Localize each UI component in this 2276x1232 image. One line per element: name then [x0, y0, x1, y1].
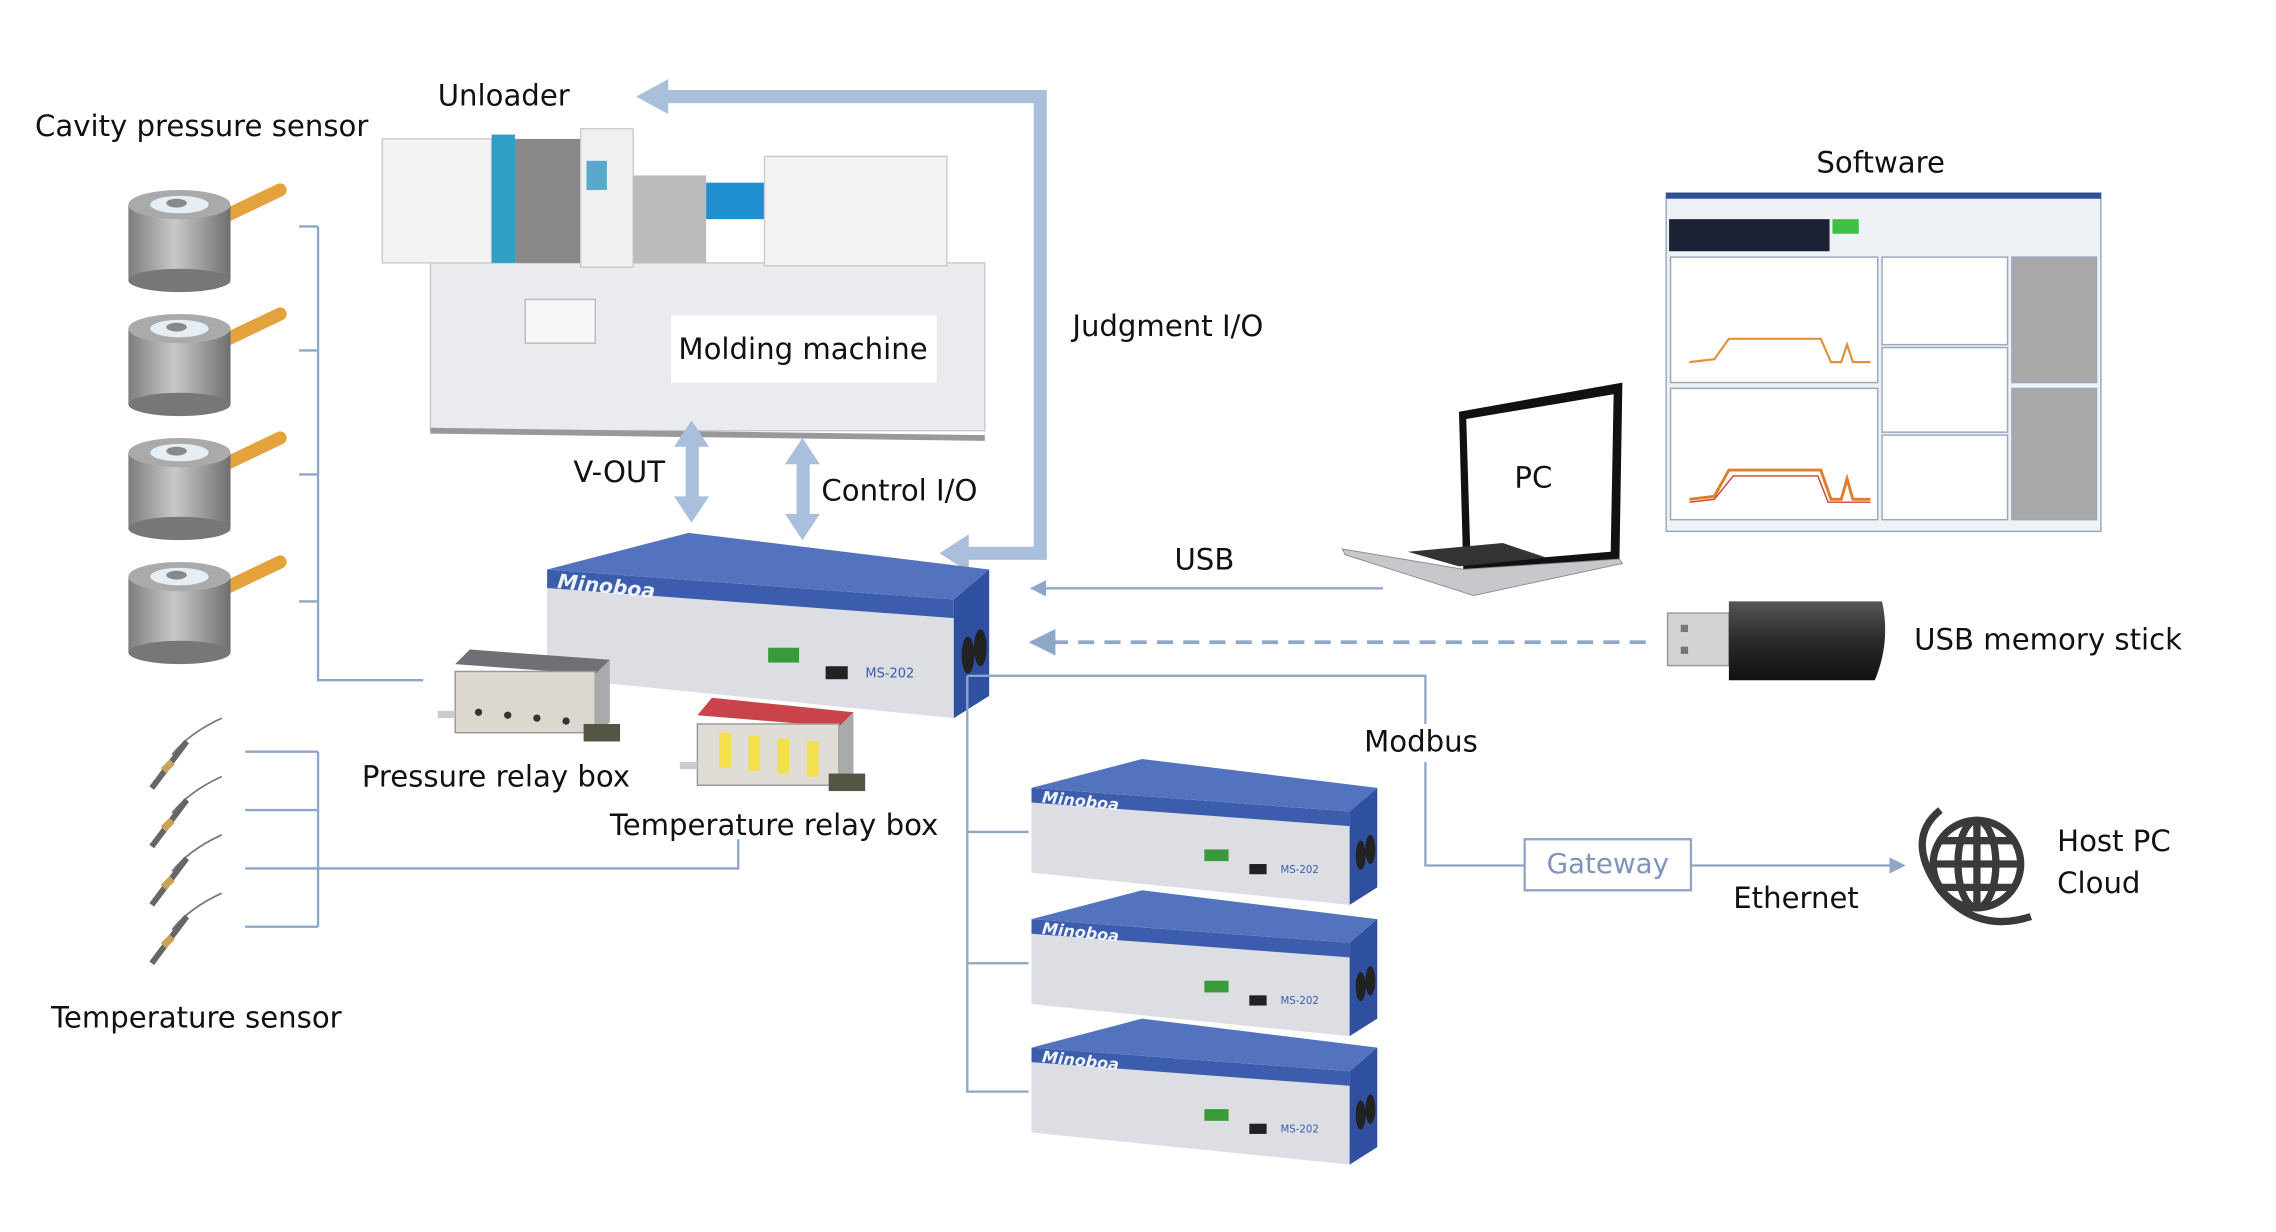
cavity-pressure-sensor-image — [128, 431, 287, 541]
judgment-io-arrow — [636, 79, 1047, 573]
pc-label: PC — [1514, 461, 1552, 495]
judgment-io-label: Judgment I/O — [1070, 309, 1263, 343]
temperature-sensor-image — [149, 775, 223, 849]
control-io-arrow — [784, 438, 820, 541]
cavity-pressure-sensors — [128, 183, 287, 665]
usb-label: USB — [1174, 542, 1234, 576]
modbus-wires — [966, 674, 1525, 1093]
device-model-label: MS-202 — [1280, 996, 1318, 1007]
modbus-label: Modbus — [1364, 725, 1478, 759]
unloader-label: Unloader — [438, 78, 570, 112]
cavity-pressure-sensor-image — [128, 555, 287, 665]
cloud-label: Cloud — [2057, 866, 2140, 900]
cavity-sensor-wires — [299, 225, 424, 682]
temperature-sensor-image — [149, 892, 223, 965]
control-io-label: Control I/O — [821, 474, 977, 508]
pressure-relay-box-image — [437, 649, 621, 742]
usb-memory-stick-label: USB memory stick — [1914, 623, 2182, 657]
modbus-label-bg — [1356, 723, 1489, 762]
temperature-sensor-wires — [245, 750, 740, 928]
globe-icon — [1918, 807, 2033, 926]
host-pc-label: Host PC — [2057, 824, 2171, 858]
molding-machine-label-box — [671, 315, 937, 383]
molding-machine-image — [381, 127, 986, 441]
v-out-arrow — [674, 420, 710, 523]
temperature-relay-box-label: Temperature relay box — [609, 808, 938, 842]
cavity-pressure-sensor-image — [128, 183, 287, 293]
cavity-pressure-sensor-image — [128, 307, 287, 417]
gateway-box — [1523, 838, 1693, 892]
device-model-label: MS-202 — [1280, 1124, 1318, 1135]
temperature-relay-box-image — [679, 697, 866, 792]
temperature-sensor-image — [149, 834, 223, 907]
device-model-label: MS-202 — [1280, 865, 1318, 876]
v-out-label: V-OUT — [573, 455, 665, 489]
laptop-icon — [1341, 382, 1624, 597]
software-screenshot — [1665, 192, 2102, 533]
device-model-label: MS-202 — [865, 666, 914, 681]
pressure-relay-box-label: Pressure relay box — [362, 760, 630, 794]
ethernet-label: Ethernet — [1733, 881, 1859, 915]
gateway-label: Gateway — [1547, 847, 1669, 880]
usb-stick-icon — [1666, 601, 1886, 681]
temperature-sensor-label: Temperature sensor — [50, 1000, 342, 1034]
software-label: Software — [1816, 145, 1945, 179]
temperature-sensors — [149, 717, 223, 965]
cavity-pressure-sensor-label: Cavity pressure sensor — [35, 109, 368, 143]
temperature-sensor-image — [149, 717, 223, 790]
molding-machine-label: Molding machine — [678, 332, 927, 366]
